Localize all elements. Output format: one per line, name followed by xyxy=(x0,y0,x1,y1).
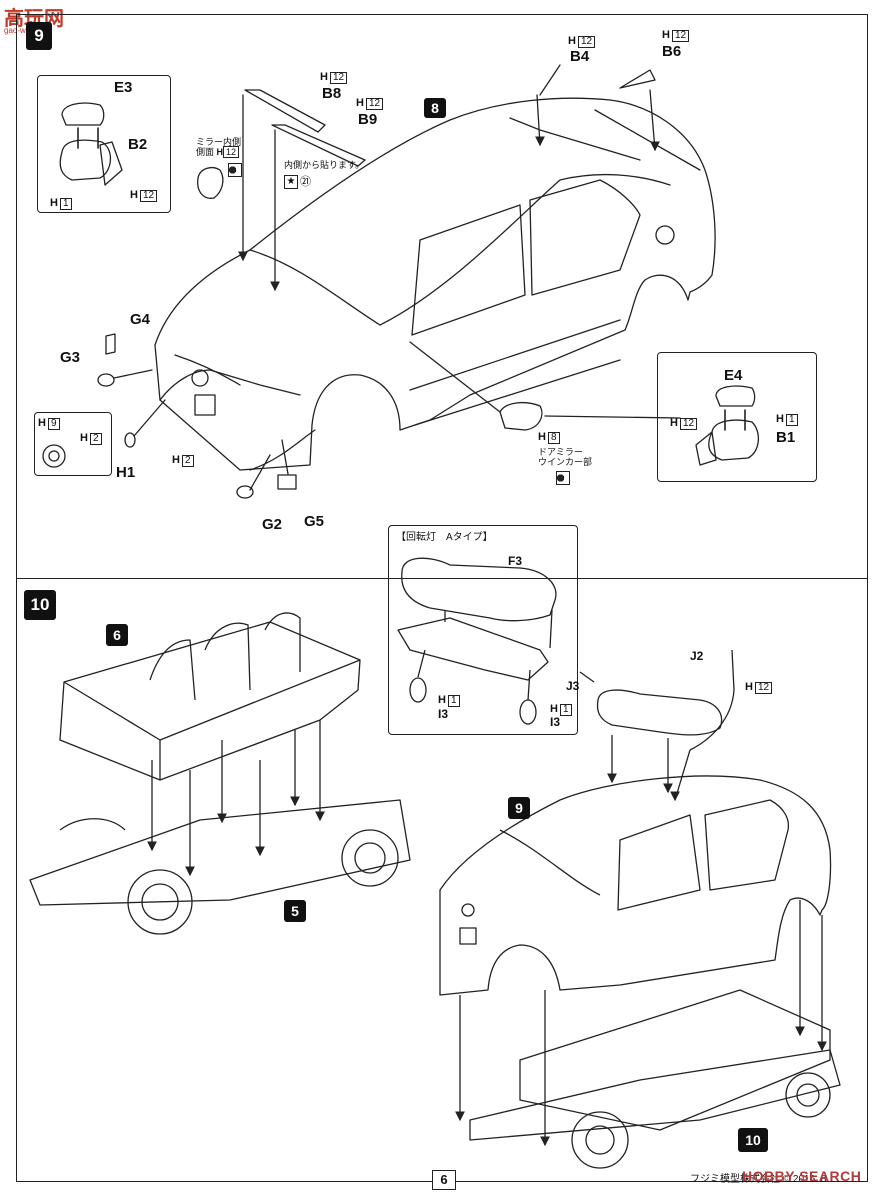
part-H1: H1 xyxy=(116,464,136,481)
part-B9: B9 xyxy=(358,111,378,128)
part-E4: E4 xyxy=(724,367,743,384)
sub-step-9-badge: 9 xyxy=(508,797,530,819)
sub-step-10-badge: 10 xyxy=(738,1128,768,1152)
section-divider xyxy=(16,578,868,579)
step-10-badge: 10 xyxy=(24,590,56,620)
part-G3: G3 xyxy=(60,349,81,366)
part-I3-a: I3 xyxy=(438,707,449,721)
note-inner-stick: 内側から貼ります。 xyxy=(284,160,365,170)
part-E3: E3 xyxy=(114,79,133,96)
copyright: フジミ模型株式会社 © 2016. 8 xyxy=(690,1174,827,1185)
part-J3: J3 xyxy=(566,679,580,693)
part-G4: G4 xyxy=(130,311,151,328)
sticker-star-icon: ★ xyxy=(284,175,298,189)
part-B2: B2 xyxy=(128,136,148,153)
part-B1: B1 xyxy=(776,429,796,446)
watermark-hobbysearch: HOBBY SEARCH xyxy=(742,1168,862,1184)
car-body-step9 xyxy=(154,97,716,471)
sticker-number: ㉑ xyxy=(300,176,311,188)
page-number: 6 xyxy=(432,1170,456,1190)
mirror-detail-box-left xyxy=(37,75,171,213)
sub-step-6-badge: 6 xyxy=(106,624,128,646)
sub-step-5-badge: 5 xyxy=(284,900,306,922)
lamp-title: 【回転灯 Aタイプ】 xyxy=(396,532,493,543)
step-9-badge: 9 xyxy=(26,22,52,50)
part-J2: J2 xyxy=(690,649,704,663)
sub-step-8-badge: 8 xyxy=(424,98,446,118)
note-door-mirror: ドアミラーウインカー部 xyxy=(538,447,593,468)
wheel-detail-box xyxy=(34,412,112,476)
part-F3: F3 xyxy=(508,554,523,568)
paint-mask-icon-2 xyxy=(556,471,570,485)
mirror-detail-box-right xyxy=(657,352,817,482)
part-B4: B4 xyxy=(570,48,590,65)
part-B8: B8 xyxy=(322,85,342,102)
part-G2: G2 xyxy=(262,516,283,533)
lamp-detail-box xyxy=(388,525,578,735)
part-I3-b: I3 xyxy=(550,715,561,729)
part-B6: B6 xyxy=(662,43,682,60)
part-G5: G5 xyxy=(304,513,325,530)
paint-mask-icon xyxy=(228,163,242,177)
